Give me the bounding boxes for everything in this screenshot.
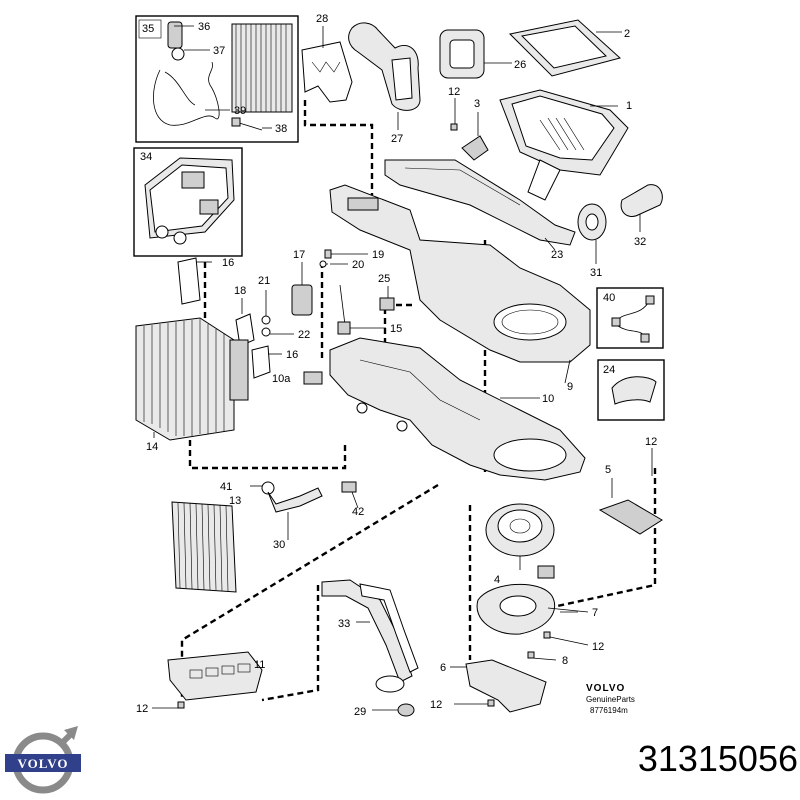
label-12-top: 12 <box>448 86 460 98</box>
label-4: 4 <box>494 574 500 586</box>
part-13-filter <box>171 501 237 593</box>
part-11-tray <box>167 651 263 709</box>
label-8: 8 <box>562 655 568 667</box>
inset-box-40 <box>596 287 664 349</box>
label-7: 7 <box>592 607 598 619</box>
label-12-r2: 12 <box>592 641 604 653</box>
part-10-lower-housing <box>329 337 586 481</box>
parts-30-41-42 <box>250 481 359 540</box>
parts-17-22 <box>235 249 368 347</box>
part-23-duct <box>384 159 576 251</box>
label-39: 39 <box>234 105 246 117</box>
stamp-line2: 8776194m <box>590 706 628 715</box>
label-6: 6 <box>440 662 446 674</box>
label-21: 21 <box>258 275 270 287</box>
label-1: 1 <box>626 100 632 112</box>
part-28-bracket <box>301 26 353 103</box>
inset-box-24 <box>597 359 665 421</box>
label-26: 26 <box>514 59 526 71</box>
label-32: 32 <box>634 236 646 248</box>
label-33: 33 <box>338 618 350 630</box>
label-25: 25 <box>378 273 390 285</box>
inset-box-34 <box>133 147 243 257</box>
logo-text: VOLVO <box>18 756 69 771</box>
part-5-resistor <box>598 478 663 535</box>
label-9: 9 <box>567 381 573 393</box>
label-2: 2 <box>624 28 630 40</box>
part-14-heater-core <box>135 317 249 441</box>
part-16-brackets <box>177 257 282 379</box>
label-38: 38 <box>275 123 287 135</box>
label-35: 35 <box>142 23 154 35</box>
label-30: 30 <box>273 539 285 551</box>
genuine-parts-stamp: VOLVO GenuineParts 8776194m <box>586 683 635 715</box>
part-number: 31315056 <box>637 738 798 779</box>
label-10: 10 <box>542 393 554 405</box>
label-14: 14 <box>146 441 158 453</box>
volvo-logo: VOLVO <box>5 726 81 794</box>
parts-33-29 <box>321 579 419 717</box>
label-15: 15 <box>390 323 402 335</box>
part-26-seal <box>439 29 512 79</box>
label-37: 37 <box>213 45 225 57</box>
leader-lines <box>152 448 653 709</box>
label-20: 20 <box>352 259 364 271</box>
label-24: 24 <box>603 364 615 376</box>
part-7-blower-housing <box>476 583 589 659</box>
label-13: 13 <box>229 495 241 507</box>
parts-25-15-10a <box>303 284 395 385</box>
label-3: 3 <box>474 98 480 110</box>
label-18: 18 <box>234 285 246 297</box>
label-10a: 10a <box>272 373 291 385</box>
label-41: 41 <box>220 481 232 493</box>
label-12-left: 12 <box>136 703 148 715</box>
part-3-bracket <box>450 98 489 161</box>
label-27: 27 <box>391 133 403 145</box>
label-16-top: 16 <box>222 257 234 269</box>
label-16-mid: 16 <box>286 349 298 361</box>
stamp-line1: GenuineParts <box>586 695 635 704</box>
label-12-bottom: 12 <box>430 699 442 711</box>
parts-31-32 <box>577 184 663 264</box>
label-5: 5 <box>605 464 611 476</box>
part-1-housing <box>499 89 629 201</box>
label-22: 22 <box>298 329 310 341</box>
stamp-brand: VOLVO <box>586 683 625 694</box>
part-27-seal <box>348 22 421 130</box>
label-23: 23 <box>551 249 563 261</box>
label-42: 42 <box>352 506 364 518</box>
label-29: 29 <box>354 706 366 718</box>
label-36: 36 <box>198 21 210 33</box>
label-40: 40 <box>603 292 615 304</box>
inset-box-35-39 <box>135 15 299 143</box>
part-2-frame <box>508 19 622 77</box>
label-11: 11 <box>254 659 265 671</box>
label-12-right: 12 <box>645 436 657 448</box>
label-19: 19 <box>372 249 384 261</box>
label-31: 31 <box>590 267 602 279</box>
label-17: 17 <box>293 249 305 261</box>
part-4-blower-motor <box>485 503 555 579</box>
label-34: 34 <box>140 151 152 163</box>
part-labels: 2 1 3 12 26 28 27 35 36 37 39 38 34 16 1… <box>136 13 657 718</box>
part-6-bracket <box>450 659 547 713</box>
part-9-upper-housing <box>329 184 591 384</box>
label-28: 28 <box>316 13 328 25</box>
